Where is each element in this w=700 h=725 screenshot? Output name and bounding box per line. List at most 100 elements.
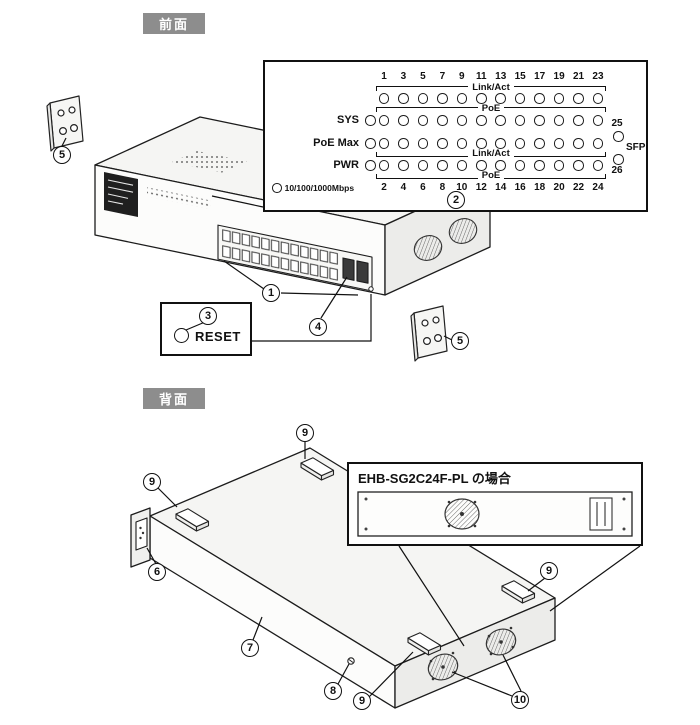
led-indicator [376, 138, 392, 149]
port-number: 4 [400, 182, 407, 193]
fan-2 [485, 626, 517, 656]
port-number: 11 [475, 71, 487, 82]
mounting-bracket-left [46, 95, 84, 152]
led-indicator [434, 160, 450, 171]
led-indicator [434, 115, 450, 126]
led-indicator [590, 160, 606, 171]
led-indicator [454, 115, 470, 126]
port-number: 12 [475, 182, 487, 193]
brand-label-text-lines [107, 179, 134, 205]
rear-switch-illustration [130, 447, 556, 709]
port-number: 1 [381, 71, 387, 82]
fan-model-note-box: EHB-SG2C24F-PL の場合 [347, 462, 643, 546]
bracket-hole [434, 334, 443, 343]
leader-reset [252, 294, 372, 342]
port-number: 3 [400, 71, 407, 82]
led-indicator [376, 115, 392, 126]
led-indicator [532, 160, 548, 171]
port-number: 22 [572, 182, 585, 193]
callout-6-power-inlet: 6 [148, 563, 166, 581]
led-indicator [395, 93, 411, 104]
sfp-25-led [613, 131, 624, 142]
callout-5-bracket-left: 5 [53, 146, 71, 164]
port-number: 18 [534, 182, 546, 193]
leader-sfp [320, 276, 348, 319]
port-grid [222, 228, 339, 282]
bracket-hole [432, 316, 440, 324]
port-number: 2 [381, 182, 387, 193]
callout-8-ground: 8 [324, 682, 342, 700]
speed-legend-text: 10/100/1000Mbps [284, 183, 355, 193]
side-vent-1 [413, 235, 443, 261]
leader-foot-right [527, 577, 546, 592]
led-indicator [551, 93, 567, 104]
callout-3-reset: 3 [199, 307, 217, 325]
front-face-details [147, 187, 373, 292]
led-indicator [512, 160, 528, 171]
note-title: EHB-SG2C24F-PL の場合 [358, 471, 511, 486]
led-row-linkact-odd [376, 93, 606, 104]
led-indicator [415, 115, 431, 126]
port-number: 19 [553, 71, 565, 82]
callout-1-ports: 1 [262, 284, 280, 302]
led-indicator [571, 93, 587, 104]
leader-ports-a [223, 260, 265, 290]
port-number: 17 [534, 71, 546, 82]
reset-button [174, 328, 189, 343]
leader-fan-a [451, 671, 513, 697]
led-indicator [376, 160, 392, 171]
port-number: 13 [495, 71, 507, 82]
callout-7-rear-face: 7 [241, 639, 259, 657]
port-number: 10 [456, 182, 468, 193]
led-indicator [551, 115, 567, 126]
leader-foot-left [157, 487, 178, 508]
sfp-cage-1 [342, 257, 355, 281]
led-indicator [532, 115, 548, 126]
port-number: 24 [592, 182, 604, 193]
callout-9-foot-left: 9 [143, 473, 161, 491]
led-row-linkact-even [376, 138, 606, 149]
poe-bracket-top: PoE [376, 103, 607, 114]
callout-2-led-panel: 2 [447, 191, 465, 209]
callout-4-sfp: 4 [309, 318, 327, 336]
callout-5-bracket-right: 5 [451, 332, 469, 350]
sfp-cage-2 [356, 260, 369, 284]
leader-ports-b [280, 292, 359, 296]
led-indicator [434, 93, 450, 104]
leader-ground [337, 663, 350, 685]
bracket-hole [57, 109, 65, 117]
port-number: 16 [514, 182, 526, 193]
led-indicator [571, 115, 587, 126]
sfp-label: SFP [626, 142, 646, 153]
led-indicator [590, 138, 606, 149]
top-vent-dots [172, 151, 247, 173]
note-slot [589, 497, 613, 531]
led-row-poe-even [376, 160, 606, 171]
reset-label: RESET [195, 329, 241, 344]
led-indicator [473, 93, 489, 104]
callout-9-foot-right: 9 [540, 562, 558, 580]
sfp-26-led [613, 154, 624, 165]
ground-screw [347, 657, 355, 665]
leader-panel [211, 195, 264, 208]
led-indicator [551, 160, 567, 171]
leader-bracket-right [443, 335, 453, 341]
led-indicator [493, 138, 509, 149]
bracket-label: Link/Act [472, 82, 510, 93]
led-indicator [395, 160, 411, 171]
fan-1 [427, 651, 459, 681]
bracket-hole [68, 106, 76, 114]
led-indicator [571, 138, 587, 149]
port-number: 21 [572, 71, 585, 82]
mounting-bracket-right [410, 305, 448, 362]
leader-power [146, 547, 157, 565]
led-indicator [473, 138, 489, 149]
callout-10-fans: 10 [511, 691, 529, 709]
bracket-label: Link/Act [472, 148, 510, 159]
bracket-label: PoE [481, 103, 501, 114]
poe-bracket-bottom: PoE [376, 171, 607, 181]
led-indicator [532, 138, 548, 149]
bracket-hole [421, 319, 429, 327]
